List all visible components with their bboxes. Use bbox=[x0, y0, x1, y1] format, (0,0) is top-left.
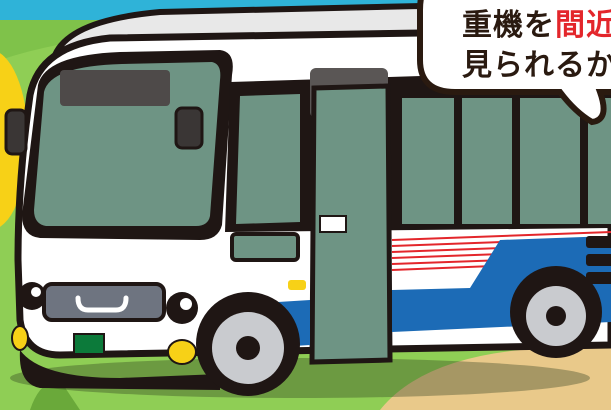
right-indicator bbox=[167, 339, 197, 365]
dirt-path bbox=[380, 345, 611, 410]
door-handle bbox=[319, 215, 347, 233]
destination-sign bbox=[60, 70, 170, 106]
side-marker bbox=[288, 280, 306, 290]
side-mirror bbox=[174, 106, 204, 150]
front-bumper bbox=[19, 350, 221, 390]
rear-vent-1 bbox=[586, 236, 611, 248]
bubble-line-1-highlight: 間近 bbox=[555, 8, 611, 43]
passenger-window-2 bbox=[462, 98, 512, 224]
passenger-window-1 bbox=[402, 98, 454, 224]
bubble-line-2: 見られるかも bbox=[462, 48, 611, 83]
bubble-line-1: 重機を間近 bbox=[462, 6, 611, 46]
lower-window bbox=[230, 232, 300, 262]
left-mirror bbox=[4, 108, 28, 156]
driver-window bbox=[236, 94, 300, 224]
grille-smile bbox=[75, 295, 129, 313]
bus-door bbox=[309, 83, 393, 365]
passenger-window-4 bbox=[588, 98, 611, 224]
speech-bubble-text: 重機を間近 見られるかも bbox=[462, 6, 611, 86]
passenger-window-3 bbox=[520, 98, 580, 224]
speech-bubble-icon bbox=[417, 0, 611, 126]
rear-vent-3 bbox=[586, 272, 611, 284]
front-grille bbox=[42, 282, 166, 322]
left-indicator bbox=[11, 325, 29, 351]
rear-vent-2 bbox=[586, 254, 611, 266]
left-headlight bbox=[18, 282, 46, 310]
bubble-line-1-prefix: 重機を bbox=[462, 8, 555, 43]
license-plate bbox=[73, 333, 105, 355]
